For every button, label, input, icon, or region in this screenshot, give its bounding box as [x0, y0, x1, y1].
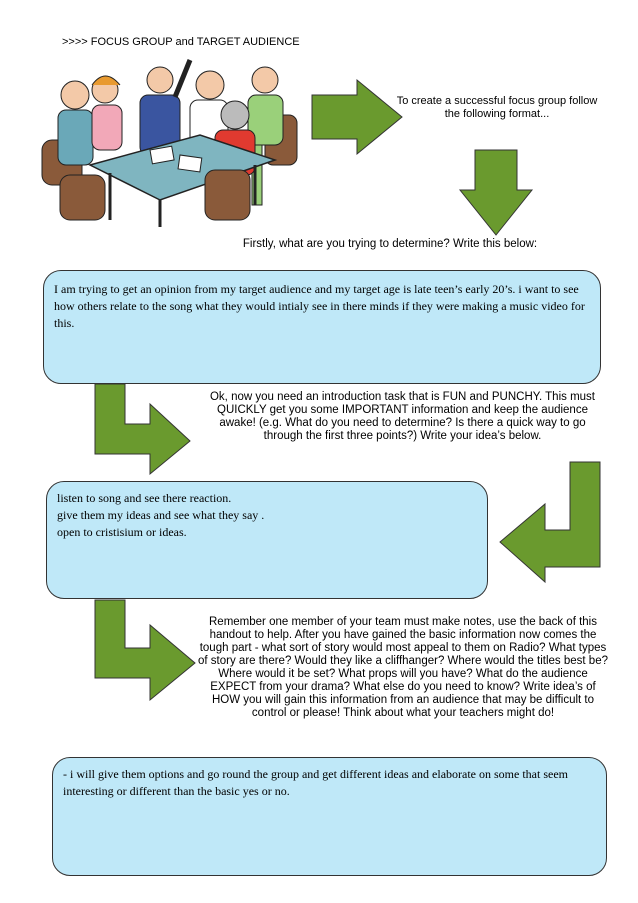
question-1: Firstly, what are you trying to determin… — [242, 238, 538, 250]
answer-2-line-2: give them my ideas and see what they say… — [57, 508, 265, 522]
intro-text: To create a successful focus group follo… — [396, 95, 598, 120]
question-3: Remember one member of your team must ma… — [198, 616, 608, 719]
arrow-bend-left-icon — [499, 461, 601, 584]
answer-3-text: - i will give them options and go round … — [63, 767, 568, 798]
arrow-down-icon — [458, 149, 534, 236]
answer-1-text: I am trying to get an opinion from my ta… — [54, 282, 585, 330]
answer-box-2[interactable]: listen to song and see there reaction. g… — [46, 481, 488, 599]
page-header: >>>> FOCUS GROUP and TARGET AUDIENCE — [62, 36, 300, 48]
arrow-right-icon — [311, 78, 403, 156]
answer-2-line-3: open to cristisium or ideas. — [57, 525, 187, 539]
answer-2-line-1: listen to song and see there reaction. — [57, 491, 232, 505]
arrow-bend-right-icon — [94, 599, 196, 702]
answer-box-3[interactable]: - i will give them options and go round … — [52, 757, 607, 876]
answer-box-1[interactable]: I am trying to get an opinion from my ta… — [43, 270, 601, 384]
focus-group-meeting-illustration — [41, 59, 298, 227]
arrow-bend-right-icon — [94, 383, 191, 476]
question-2: Ok, now you need an introduction task th… — [209, 391, 595, 442]
